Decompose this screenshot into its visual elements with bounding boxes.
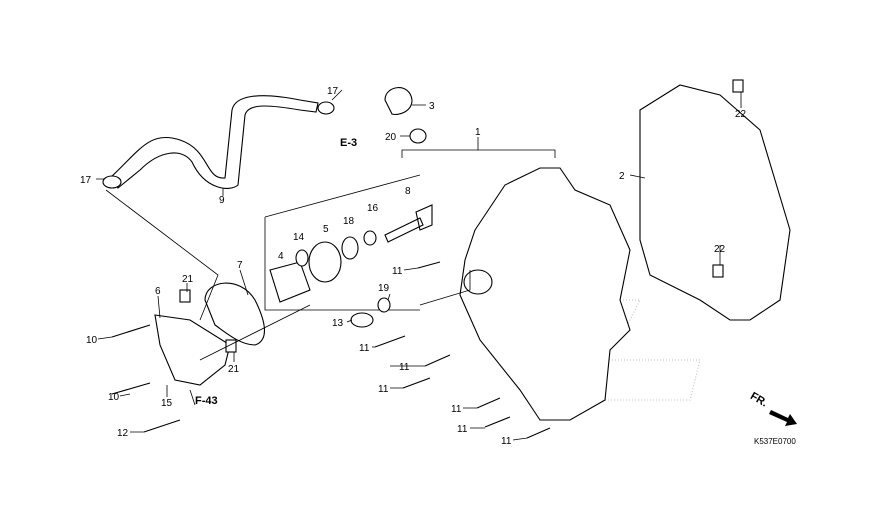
callout-label: 2 [619, 171, 625, 182]
callout-label: 13 [332, 318, 344, 329]
callout-label: 1 [475, 127, 481, 138]
callout-label: 20 [385, 132, 397, 143]
callout-label: 22 [735, 109, 747, 120]
callout-label: 11 [392, 266, 403, 277]
oil-seal [341, 236, 359, 260]
pump-gasket [204, 282, 265, 346]
front-label: FR. [748, 390, 769, 409]
callout-label: 10 [86, 335, 98, 346]
water-pump-shaft [384, 204, 433, 243]
arrow-icon [769, 410, 797, 426]
water-pump-cover [154, 314, 231, 386]
dowel-pin [225, 339, 237, 353]
impeller [269, 261, 311, 303]
callout-label: 22 [714, 244, 726, 255]
callout-label: 9 [219, 195, 225, 206]
callout-label: 15 [161, 398, 173, 409]
callout-label: 17 [80, 175, 92, 186]
hose-clamp [102, 175, 122, 189]
oil-filler-cap [384, 87, 413, 116]
washer [363, 230, 377, 246]
callout-label: 18 [343, 216, 355, 227]
dowel-pin [732, 79, 744, 93]
callout-label: 11 [359, 343, 370, 354]
washer [295, 249, 309, 267]
ref-e3: E-3 [340, 137, 357, 149]
callout-label: 11 [399, 362, 410, 373]
front-arrow: FR. [748, 390, 797, 426]
right-crankcase-cover [459, 167, 631, 421]
o-ring [409, 128, 427, 144]
callout-label: 4 [278, 251, 284, 262]
callout-label: 11 [501, 436, 512, 447]
leader-lines [96, 89, 742, 441]
callout-label: 11 [451, 404, 462, 415]
callout-label: 3 [429, 101, 435, 112]
callout-label: 19 [378, 283, 390, 294]
callout-label: 21 [182, 274, 194, 285]
water-hose [109, 95, 319, 189]
ref-f43: F-43 [195, 395, 218, 407]
callout-label: 8 [405, 186, 411, 197]
hose-clamp [317, 101, 335, 115]
callout-labels: 17 3 20 1 17 9 8 16 18 5 14 4 7 21 6 10 … [80, 86, 747, 447]
callout-label: 5 [323, 224, 329, 235]
mechanical-seal [308, 241, 342, 283]
callout-label: 12 [117, 428, 129, 439]
drain-plug [350, 312, 374, 328]
dowel-pin [712, 264, 724, 278]
callout-bracket [401, 137, 556, 158]
callout-label: 21 [228, 364, 240, 375]
callout-label: 14 [293, 232, 305, 243]
cover-gasket [639, 84, 791, 321]
callout-label: 11 [457, 424, 468, 435]
bolts [111, 261, 551, 439]
callout-label: 7 [237, 260, 243, 271]
callout-label: 10 [108, 392, 120, 403]
callout-label: 17 [327, 86, 339, 97]
dowel-pin [179, 289, 191, 303]
callout-label: 11 [378, 384, 389, 395]
callout-label: 6 [155, 286, 161, 297]
diagram-code: K537E0700 [754, 437, 796, 446]
o-ring [377, 297, 391, 313]
filler-hole [463, 269, 493, 295]
kit-box [264, 174, 421, 311]
callout-label: 16 [367, 203, 379, 214]
